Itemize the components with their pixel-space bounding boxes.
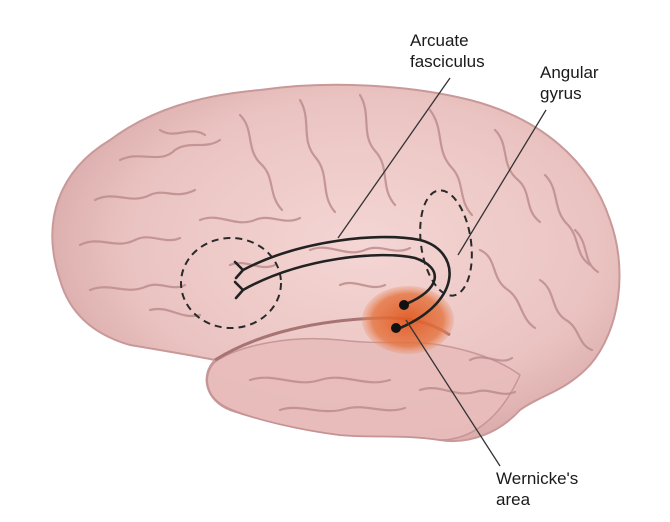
pathway-terminal-dot-upper xyxy=(399,300,409,310)
label-angular-line2: gyrus xyxy=(540,84,582,103)
leader-lines xyxy=(337,77,547,467)
angular-gyrus-outline xyxy=(419,189,473,297)
label-wernicke-line2: area xyxy=(496,490,531,509)
temporal-lobe-shadow xyxy=(206,337,521,441)
pathway-terminal-dot-lower xyxy=(391,323,401,333)
label-angular-gyrus: Angular gyrus xyxy=(540,62,599,104)
label-arcuate-fasciculus: Arcuate fasciculus xyxy=(410,30,485,72)
brocas-area-outline xyxy=(180,237,282,329)
label-wernicke-line1: Wernicke's xyxy=(496,469,579,488)
leader-arcuate xyxy=(337,77,451,239)
sulci-texture xyxy=(78,93,600,413)
wernickes-area-region xyxy=(362,286,454,354)
label-wernickes-area: Wernicke's area xyxy=(496,468,578,510)
leader-wernicke xyxy=(405,319,501,467)
arcuate-fasciculus-pathway xyxy=(233,235,451,330)
label-angular-line1: Angular xyxy=(540,63,599,82)
label-arcuate-line2: fasciculus xyxy=(410,52,485,71)
leader-angular xyxy=(457,109,547,256)
label-arcuate-line1: Arcuate xyxy=(410,31,469,50)
